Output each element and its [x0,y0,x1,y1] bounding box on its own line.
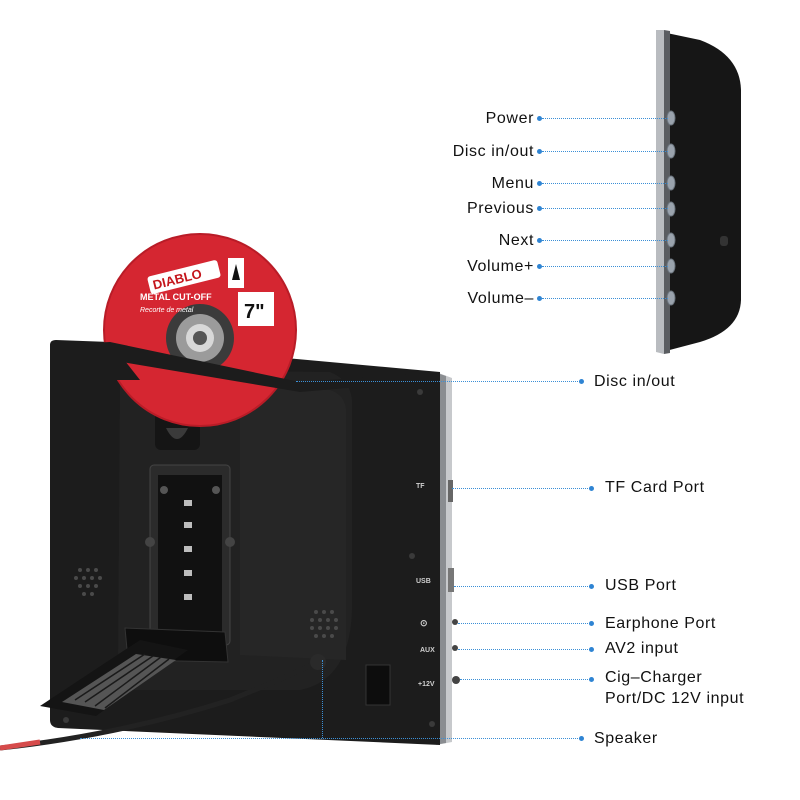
label-speaker: Speaker [594,730,658,747]
label-disc-side-dot [537,149,542,154]
dc-marking: +12V [418,681,435,688]
label-usb-leader [454,586,590,587]
label-tf-card: TF Card Port [605,479,705,496]
label-volume-down-leader [542,298,668,299]
label-charger-dot [589,677,594,682]
label-speaker-vleader [322,660,323,738]
aux-marking: AUX [420,647,435,654]
volume-up-button[interactable] [666,258,676,274]
label-power-dot [537,116,542,121]
label-volume-up-dot [537,264,542,269]
label-disc-back: Disc in/out [594,373,676,390]
player-side-view [656,30,741,354]
disc-button[interactable] [666,143,676,159]
label-charger-line2: Port/DC 12V input [605,690,745,707]
label-menu-dot [537,181,542,186]
label-disc-side: Disc in/out [452,143,534,160]
label-av2-leader [458,649,590,650]
speaker-grille-left [74,568,102,596]
menu-button[interactable] [666,175,676,191]
previous-button[interactable] [666,201,676,217]
disc-size: 7" [244,301,265,323]
label-disc-back-leader [296,381,580,382]
headphone-marking: ⊙ [420,618,428,628]
player-back-view: TF USB ⊙ AUX +12V [0,340,460,751]
label-speaker-dot [579,736,584,741]
volume-down-button[interactable] [666,290,676,306]
disc-product-es: Recorte de metal [140,307,194,314]
label-earphone-leader [458,623,590,624]
tf-marking: TF [416,483,425,490]
label-volume-down-dot [537,296,542,301]
label-volume-down: Volume– [467,290,534,307]
disc: DIABLO METAL CUT-OFF Recorte de metal 7" [103,233,297,427]
label-tf-dot [589,486,594,491]
label-volume-up-leader [542,266,668,267]
label-next-leader [542,240,668,241]
label-previous-dot [537,206,542,211]
disc-product: METAL CUT-OFF [140,292,212,302]
label-power: Power [485,110,534,127]
label-usb: USB Port [605,577,677,594]
label-previous: Previous [466,200,534,217]
label-menu: Menu [491,175,534,192]
label-disc-side-leader [542,151,668,152]
label-next-dot [537,238,542,243]
label-menu-leader [542,183,668,184]
label-av2-dot [589,647,594,652]
label-earphone: Earphone Port [605,615,716,632]
power-button[interactable] [666,110,676,126]
label-av2: AV2 input [605,640,679,657]
label-charger-line1: Cig–Charger [605,669,703,686]
label-speaker-leader [80,738,580,739]
label-tf-leader [452,488,590,489]
label-charger-leader [460,679,590,680]
label-next: Next [498,232,534,249]
label-power-leader [542,118,668,119]
label-earphone-dot [589,621,594,626]
label-previous-leader [542,208,668,209]
usb-marking: USB [416,578,431,585]
label-usb-dot [589,584,594,589]
label-disc-back-dot [579,379,584,384]
label-volume-up: Volume+ [467,258,534,275]
speaker-grille-right [310,610,338,638]
next-button[interactable] [666,232,676,248]
